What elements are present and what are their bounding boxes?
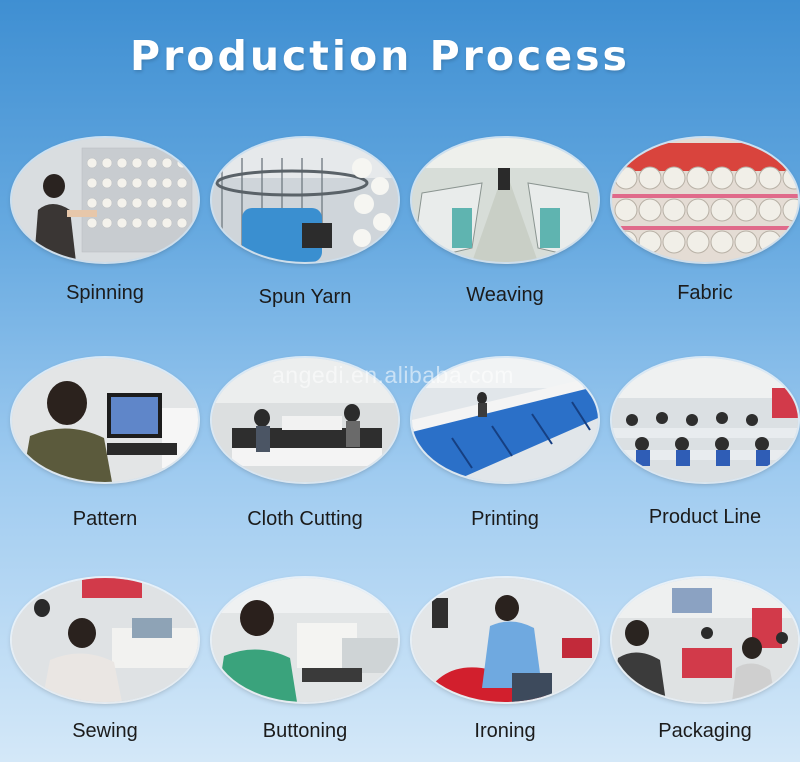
cloth-cutting-photo — [212, 358, 398, 482]
step-weaving: Weaving — [405, 138, 605, 318]
step-cloth-cutting: Cloth Cutting — [205, 358, 405, 538]
step-fabric: Fabric — [605, 138, 800, 318]
ironing-photo — [412, 578, 598, 702]
pattern-photo — [12, 358, 198, 482]
step-label: Fabric — [677, 282, 733, 304]
buttoning-photo — [212, 578, 398, 702]
step-label: Spinning — [66, 282, 144, 304]
watermark: angedi.en.alibaba.com — [272, 362, 514, 388]
step-label: Spun Yarn — [258, 286, 352, 308]
step-label: Ironing — [474, 720, 536, 742]
spun-yarn-photo — [212, 138, 398, 262]
step-packaging: Packaging — [605, 578, 800, 758]
step-spun-yarn: Spun Yarn — [205, 138, 405, 318]
step-label: Printing — [471, 508, 539, 530]
step-label: Product Line — [648, 506, 762, 528]
step-label: Buttoning — [262, 720, 348, 742]
step-printing: Printing — [405, 358, 605, 538]
step-ironing: Ironing — [405, 578, 605, 758]
printing-photo — [412, 358, 598, 482]
step-label: Weaving — [466, 284, 544, 306]
spinning-photo — [12, 138, 198, 262]
step-label: Pattern — [72, 508, 138, 530]
weaving-photo — [412, 138, 598, 262]
step-product-line: Product Line — [605, 358, 800, 538]
product-line-photo — [612, 358, 798, 482]
step-pattern: Pattern — [5, 358, 205, 538]
step-spinning: Spinning — [5, 138, 205, 318]
step-label: Sewing — [72, 720, 138, 742]
page-title: Production Process — [130, 32, 630, 80]
step-label: Packaging — [658, 720, 752, 742]
step-sewing: Sewing — [5, 578, 205, 758]
step-buttoning: Buttoning — [205, 578, 405, 758]
fabric-photo — [612, 138, 798, 262]
sewing-photo — [12, 578, 198, 702]
packaging-photo — [612, 578, 798, 702]
step-label: Cloth Cutting — [247, 508, 363, 530]
